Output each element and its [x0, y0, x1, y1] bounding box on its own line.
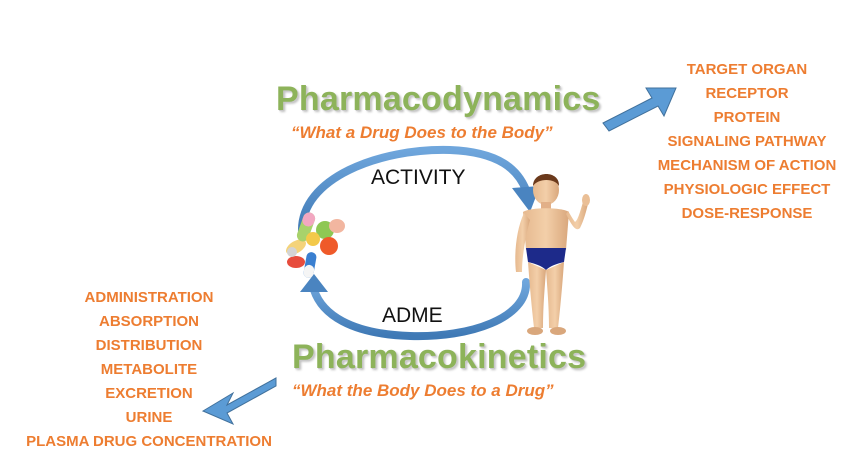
- list-item: ABSORPTION: [98, 313, 199, 330]
- activity-label: ACTIVITY: [371, 166, 466, 189]
- pharmacokinetics-list: ADMINISTRATION ABSORPTION DISTRIBUTION M…: [10, 286, 288, 454]
- cycle-arrow-top: [297, 145, 540, 236]
- pharmacodynamics-list: TARGET ORGAN RECEPTOR PROTEIN SIGNALING …: [640, 58, 854, 226]
- human-figure-icon: [515, 174, 590, 335]
- arrow-to-pd-list: [602, 87, 677, 132]
- cycle-arrow-bottom: [300, 274, 531, 341]
- list-item: EXCRETION: [105, 385, 193, 402]
- list-item: METABOLITE: [100, 361, 198, 378]
- list-item: PLASMA DRUG CONCENTRATION: [26, 433, 272, 450]
- pills-icon: [286, 212, 345, 278]
- list-item: PROTEIN: [713, 109, 781, 126]
- arrow-to-pk-list: [201, 377, 277, 426]
- list-item: SIGNALING PATHWAY: [667, 133, 827, 150]
- list-item: RECEPTOR: [705, 85, 789, 102]
- adme-label: ADME: [382, 304, 443, 327]
- list-item: PHYSIOLOGIC EFFECT: [663, 181, 831, 198]
- pharmacokinetics-title: Pharmacokinetics: [292, 338, 587, 376]
- list-item: ADMINISTRATION: [84, 289, 214, 306]
- list-item: MECHANISM OF ACTION: [657, 157, 837, 174]
- list-item: DOSE-RESPONSE: [681, 205, 813, 222]
- pharmacokinetics-subtitle: “What the Body Does to a Drug”: [292, 381, 554, 400]
- list-item: URINE: [125, 409, 173, 426]
- pharmacodynamics-subtitle: “What a Drug Does to the Body”: [291, 123, 553, 142]
- pharmacodynamics-title: Pharmacodynamics: [276, 80, 601, 118]
- list-item: TARGET ORGAN: [686, 61, 808, 78]
- list-item: DISTRIBUTION: [95, 337, 203, 354]
